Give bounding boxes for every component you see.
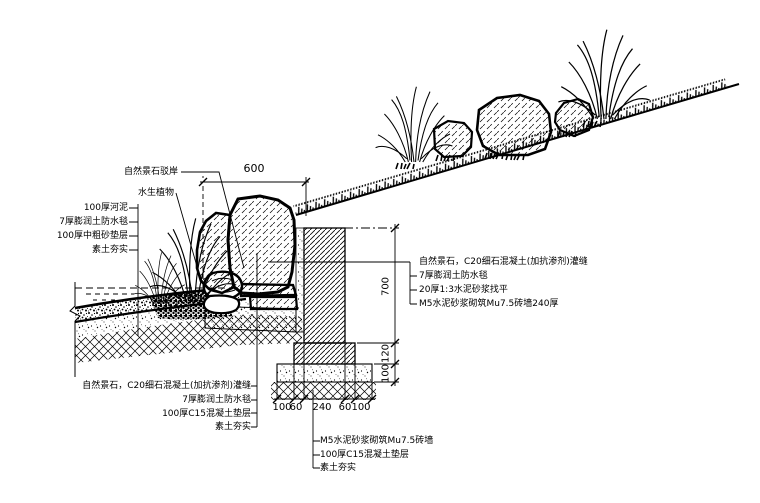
label-soil-bottom-center: 素土夯实	[320, 463, 357, 473]
label-brick-wall-right: M5水泥砂浆砌筑Mu7.5砖墙240厚	[419, 299, 559, 309]
label-brick-wall-bottom: M5水泥砂浆砌筑Mu7.5砖墙	[320, 436, 434, 446]
dim-bottom-2: 60	[289, 402, 303, 413]
dim-bottom-3: 240	[312, 402, 332, 413]
dim-bottom-4: 60	[338, 402, 352, 413]
label-bentonite-left: 7厚膨润土防水毯	[59, 217, 128, 227]
dim-top-width: 600	[243, 162, 265, 175]
label-c15-cushion-bottom-left: 100厚C15混凝土垫层	[162, 409, 251, 419]
label-bentonite-right: 7厚膨润土防水毯	[419, 271, 488, 281]
label-aquatic-plants: 水生植物	[137, 188, 174, 198]
dim-cushion-height: 100	[380, 363, 392, 384]
label-bentonite-bottom: 7厚膨润土防水毯	[182, 395, 251, 405]
label-embankment: 自然景石驳岸	[123, 167, 178, 177]
label-c15-cushion-bottom-center: 100厚C15混凝土垫层	[320, 450, 409, 460]
dim-bottom-1: 100	[272, 402, 292, 413]
dim-bottom-5: 100	[351, 402, 371, 413]
label-rock-grout-right: 自然景石，C20细石混凝土(加抗渗剂)灌缝	[419, 257, 588, 267]
dim-wall-height: 700	[380, 276, 392, 297]
label-rock-grout-bottom: 自然景石，C20细石混凝土(加抗渗剂)灌缝	[82, 381, 251, 391]
label-soil-bottom-left: 素土夯实	[214, 422, 251, 432]
label-soil-left: 素土夯实	[91, 245, 128, 255]
label-river-mud: 100厚河泥	[83, 203, 128, 213]
label-mortar-leveling: 20厚1:3水泥砂浆找平	[419, 285, 508, 295]
label-sand-cushion: 100厚中粗砂垫层	[56, 231, 128, 241]
